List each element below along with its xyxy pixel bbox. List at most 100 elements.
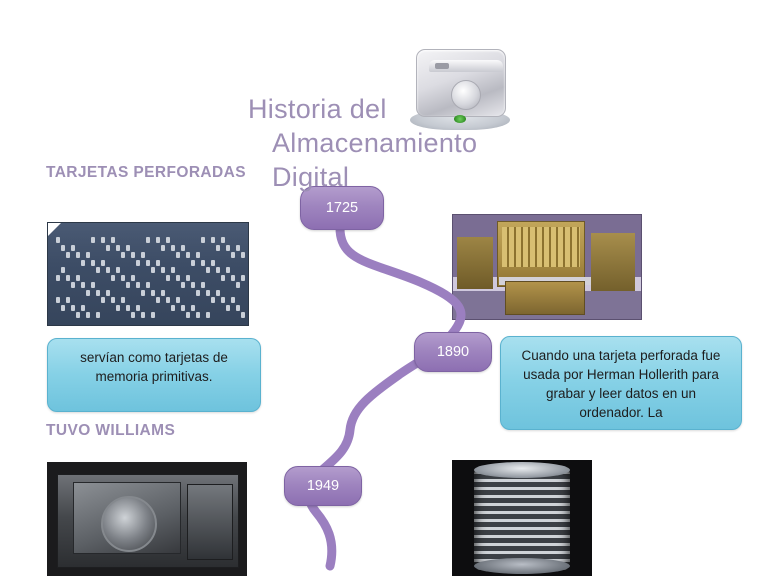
punch-card-hole: [166, 297, 170, 303]
punch-card-hole: [66, 274, 70, 281]
punch-card-hole: [216, 244, 220, 251]
punch-card-hole: [96, 267, 100, 273]
punch-card-hole: [206, 312, 210, 318]
hollerith-tabulating-machine-photo: [452, 214, 642, 320]
punch-card-hole: [206, 289, 210, 296]
punch-card-hole: [91, 259, 95, 266]
punch-card-hole: [136, 282, 140, 288]
punch-card-hole: [66, 252, 70, 258]
callout-hollerith: Cuando una tarjeta perforada fue usada p…: [500, 336, 742, 430]
punch-card-hole: [131, 274, 135, 281]
punch-card-hole: [101, 259, 105, 266]
punch-card-hole: [186, 312, 190, 318]
punch-card-hole: [221, 274, 225, 281]
hard-drive-spindle: [451, 80, 481, 110]
punch-card-hole: [131, 312, 135, 318]
punch-card-hole: [196, 312, 200, 318]
punch-card-hole: [56, 297, 60, 303]
timeline-year-1890[interactable]: 1890: [414, 332, 492, 372]
punch-card-hole: [141, 312, 145, 318]
punch-card-hole: [186, 252, 190, 258]
hollerith-desk: [505, 281, 585, 315]
punch-card-hole: [101, 297, 105, 303]
punch-card-hole: [166, 274, 170, 281]
section-heading-tarjetas-perforadas: TARJETAS PERFORADAS: [46, 164, 246, 181]
timeline-year-1949[interactable]: 1949: [284, 466, 362, 506]
punch-card-hole: [116, 267, 120, 273]
punch-card-hole: [86, 289, 90, 296]
punch-card-hole: [236, 282, 240, 288]
punch-card-hole: [136, 304, 140, 311]
punch-card-hole: [236, 304, 240, 311]
punch-card-hole: [211, 297, 215, 303]
punch-card-hole: [191, 282, 195, 288]
punch-card-hole: [106, 267, 110, 273]
punch-card-hole: [116, 244, 120, 251]
punch-card-hole: [156, 297, 160, 303]
punch-card-hole: [121, 274, 125, 281]
punch-card-hole: [71, 282, 75, 288]
punch-card-hole: [126, 304, 130, 311]
magnetic-core-memory-photo: [452, 460, 592, 576]
punch-card-hole: [181, 304, 185, 311]
callout-hollerith-text: Cuando una tarjeta perforada fue usada p…: [521, 348, 721, 420]
punch-card-cut-corner: [48, 223, 61, 236]
punch-card-hole: [166, 237, 170, 243]
punch-card-hole: [61, 244, 65, 251]
punch-card-hole: [181, 244, 185, 251]
punch-card-hole: [241, 312, 245, 318]
timeline-year-1725[interactable]: 1725: [300, 186, 384, 230]
punch-card-hole: [146, 259, 150, 266]
punch-card-hole: [136, 259, 140, 266]
punch-card-hole: [121, 252, 125, 258]
punch-card-hole: [66, 297, 70, 303]
hard-drive-body: [416, 49, 506, 117]
punch-card-hole: [161, 267, 165, 273]
page-title-line-2: Almacenamiento Digital: [272, 128, 478, 192]
punch-card-hole: [186, 274, 190, 281]
core-memory-top-plate: [474, 462, 570, 478]
punch-card-hole: [201, 259, 205, 266]
punch-card-hole: [231, 297, 235, 303]
punch-card-hole: [61, 267, 65, 273]
callout-tarjetas-text: servían como tarjetas de memoria primiti…: [80, 350, 228, 384]
punch-card-hole: [151, 267, 155, 273]
hollerith-right-cabinet: [591, 233, 635, 291]
punch-card-hole: [91, 237, 95, 243]
punch-card-hole: [191, 259, 195, 266]
punch-card-hole: [76, 312, 80, 318]
punch-card-hole: [161, 289, 165, 296]
punch-card-hole: [56, 237, 60, 243]
hard-drive-notch: [435, 63, 449, 69]
punch-card-hole: [111, 274, 115, 281]
punch-card-hole: [201, 282, 205, 288]
punch-card-hole: [226, 244, 230, 251]
punch-card-hole: [196, 289, 200, 296]
punch-card-hole: [126, 244, 130, 251]
punch-card-hole: [231, 252, 235, 258]
punch-card-hole: [141, 252, 145, 258]
punch-card-hole: [176, 274, 180, 281]
punch-card-hole: [111, 297, 115, 303]
punch-card-hole: [216, 289, 220, 296]
hard-drive-icon: [410, 43, 510, 139]
punch-card-hole: [86, 312, 90, 318]
punch-card-hole: [206, 267, 210, 273]
punch-card-hole: [146, 282, 150, 288]
punch-card-hole: [211, 237, 215, 243]
punch-card-hole: [76, 252, 80, 258]
punch-card-hole: [241, 274, 245, 281]
hollerith-dial-cabinet: [497, 221, 585, 287]
punch-card-hole: [191, 304, 195, 311]
punch-card-hole: [101, 237, 105, 243]
punch-card-hole: [176, 297, 180, 303]
punch-card-hole: [216, 267, 220, 273]
punch-card-hole: [86, 252, 90, 258]
williams-tube-photo: [47, 462, 247, 576]
punch-card-hole: [126, 282, 130, 288]
punch-card-hole: [156, 237, 160, 243]
section-heading-tuvo-williams: TUVO WILLIAMS: [46, 422, 176, 439]
punch-card-hole: [81, 282, 85, 288]
williams-tube-side-module: [187, 484, 233, 560]
